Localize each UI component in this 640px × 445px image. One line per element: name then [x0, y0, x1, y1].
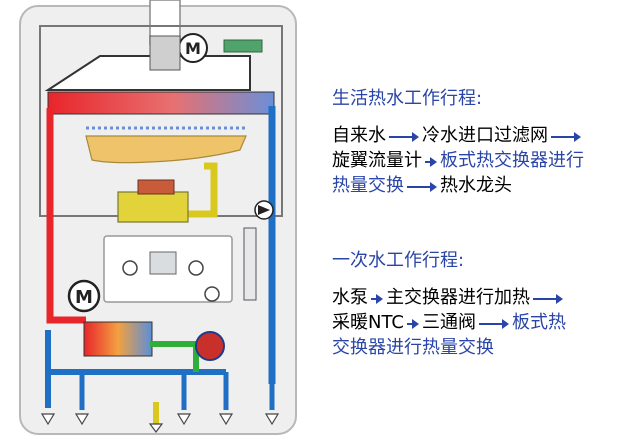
step-pump: 水泵	[332, 287, 368, 308]
cold-inlet-pipe	[79, 372, 275, 410]
burner	[85, 135, 247, 164]
dhw-pump-arrow	[258, 205, 270, 215]
primary-flow-line-1: 水泵主交换器进行加热	[332, 285, 632, 310]
flow-arrow-icon	[406, 317, 419, 329]
flow-arrow-icon	[389, 130, 419, 142]
main-heat-exchanger	[47, 91, 275, 115]
step-heat-exchange: 热量交换	[332, 175, 404, 196]
gas-valve-coil	[137, 179, 175, 195]
control-knob-right	[188, 260, 204, 276]
step-ntc: 采暖NTC	[332, 312, 404, 333]
gas-pipe	[186, 162, 218, 218]
step-exchanger-heat-exchange: 交换器进行热量交换	[332, 337, 494, 358]
boiler-schematic: M M	[19, 0, 297, 435]
step-flow-meter: 旋翼流量计	[332, 150, 422, 171]
step-main-exchanger: 主交换器进行加热	[386, 287, 530, 308]
circulation-pump-label: M	[75, 287, 93, 308]
gas-valve	[117, 191, 189, 223]
fan-motor-label: M	[185, 39, 201, 58]
step-three-way-valve: 三通阀	[421, 312, 476, 333]
flow-arrow-icon	[551, 130, 581, 142]
hot-water-pipe	[46, 108, 86, 324]
fan-housing	[149, 35, 181, 71]
circulation-pump-icon	[67, 279, 101, 313]
domestic-hot-water-section: 生活热水工作行程: 自来水冷水进口过滤网 旋翼流量计板式热交换器进行 热量交换热…	[332, 86, 632, 198]
plate-heat-exchanger	[83, 321, 153, 357]
step-tap-water: 自来水	[332, 125, 386, 146]
primary-flow-line-2: 采暖NTC 三通阀 板式热	[332, 310, 632, 335]
primary-flow-title: 一次水工作行程:	[332, 250, 465, 271]
step-hot-tap: 热水龙头	[440, 175, 512, 196]
diverter-valve	[195, 331, 225, 361]
fan-hood	[44, 55, 251, 91]
control-knob-left	[122, 260, 138, 276]
pressure-gauge	[204, 286, 220, 302]
expansion-vessel	[243, 227, 257, 301]
domestic-flow-title: 生活热水工作行程:	[332, 88, 483, 109]
step-inlet-filter: 冷水进口过滤网	[422, 125, 548, 146]
flow-arrow-icon	[371, 292, 383, 304]
step-plate-exchanger: 板式热交换器进行	[440, 150, 584, 171]
step-plate-heat: 板式热	[511, 312, 566, 333]
flow-arrow-icon	[533, 292, 563, 304]
domestic-flow-line-1: 自来水 冷水进口过滤网	[332, 123, 632, 148]
flow-arrow-icon	[425, 155, 437, 167]
domestic-flow-line-3: 热量交换 热水龙头	[332, 173, 632, 198]
domestic-flow-line-2: 旋翼流量计板式热交换器进行	[332, 148, 632, 173]
primary-flow-line-3: 交换器进行热量交换	[332, 335, 632, 360]
primary-water-section: 一次水工作行程: 水泵主交换器进行加热 采暖NTC 三通阀 板式热 交换器进行热量交…	[332, 248, 632, 360]
flow-arrow-icon	[478, 317, 509, 329]
flow-arrow-icon	[407, 180, 437, 192]
display-screen	[149, 251, 177, 275]
bottom-valves	[40, 413, 280, 433]
pressure-switch	[223, 39, 263, 53]
